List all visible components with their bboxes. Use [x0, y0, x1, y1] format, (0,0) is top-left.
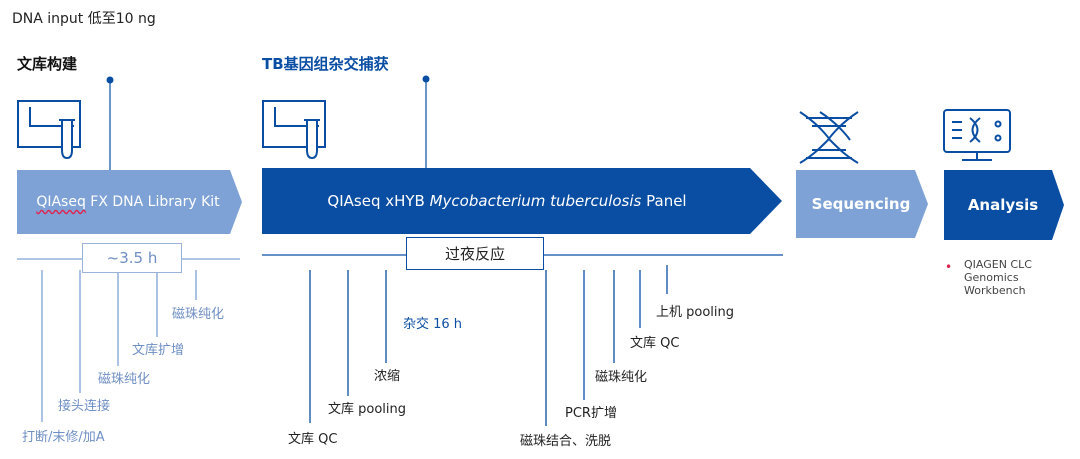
library-time-box: ~3.5 h — [82, 243, 182, 273]
capture-step-hybridization: 杂交 16 h — [403, 317, 463, 332]
capture-step-bead-binding: 磁珠结合、洗脱 — [520, 434, 612, 449]
library-step-ticks — [41, 270, 197, 422]
sequencing-arrow — [796, 170, 928, 238]
capture-step-qc-1: 文库 QC — [288, 432, 338, 447]
library-step-amplify: 文库扩增 — [132, 343, 185, 358]
sequencing-label: Sequencing — [811, 195, 911, 213]
clc-workbench-note: QIAGEN CLC Genomics Workbench — [964, 258, 1032, 297]
analysis-arrow — [944, 170, 1064, 240]
analysis-label: Analysis — [967, 196, 1039, 214]
capture-step-load-pooling: 上机 pooling — [656, 305, 735, 320]
computer-analysis-icon — [943, 109, 1011, 161]
capture-step-concentrate: 浓缩 — [374, 369, 401, 384]
capture-title: TB基因组杂交捕获 — [262, 55, 389, 73]
library-kit-label: QIAseq FX DNA Library Kit — [36, 194, 220, 210]
bullet-icon: • — [945, 260, 953, 274]
library-kit-arrow — [17, 170, 242, 234]
lab-tube-icon-1 — [17, 100, 81, 160]
library-step-bead-purify-1: 磁珠纯化 — [98, 372, 151, 387]
capture-step-ticks — [309, 265, 668, 426]
library-step-fragmentation: 打断/末修/加A — [22, 430, 105, 445]
library-step-bead-purify-2: 磁珠纯化 — [172, 307, 225, 322]
capture-step-pcr: PCR扩增 — [565, 406, 617, 421]
lab-tube-icon-2 — [262, 100, 326, 160]
capture-pin-dot — [422, 75, 430, 83]
panel-label: QIAseq xHYB Mycobacterium tuberculosis P… — [327, 192, 687, 210]
capture-step-qc-2: 文库 QC — [630, 336, 680, 351]
library-pin-dot — [106, 76, 114, 84]
capture-step-pooling: 文库 pooling — [328, 402, 407, 417]
overnight-box: 过夜反应 — [406, 237, 544, 270]
dna-icon — [799, 111, 859, 164]
library-construction-title: 文库构建 — [17, 55, 78, 73]
panel-arrow — [262, 168, 782, 234]
library-step-ligation: 接头连接 — [58, 399, 111, 414]
capture-step-bead-purify: 磁珠纯化 — [595, 370, 648, 385]
dna-input-note: DNA input 低至10 ng — [12, 11, 156, 27]
